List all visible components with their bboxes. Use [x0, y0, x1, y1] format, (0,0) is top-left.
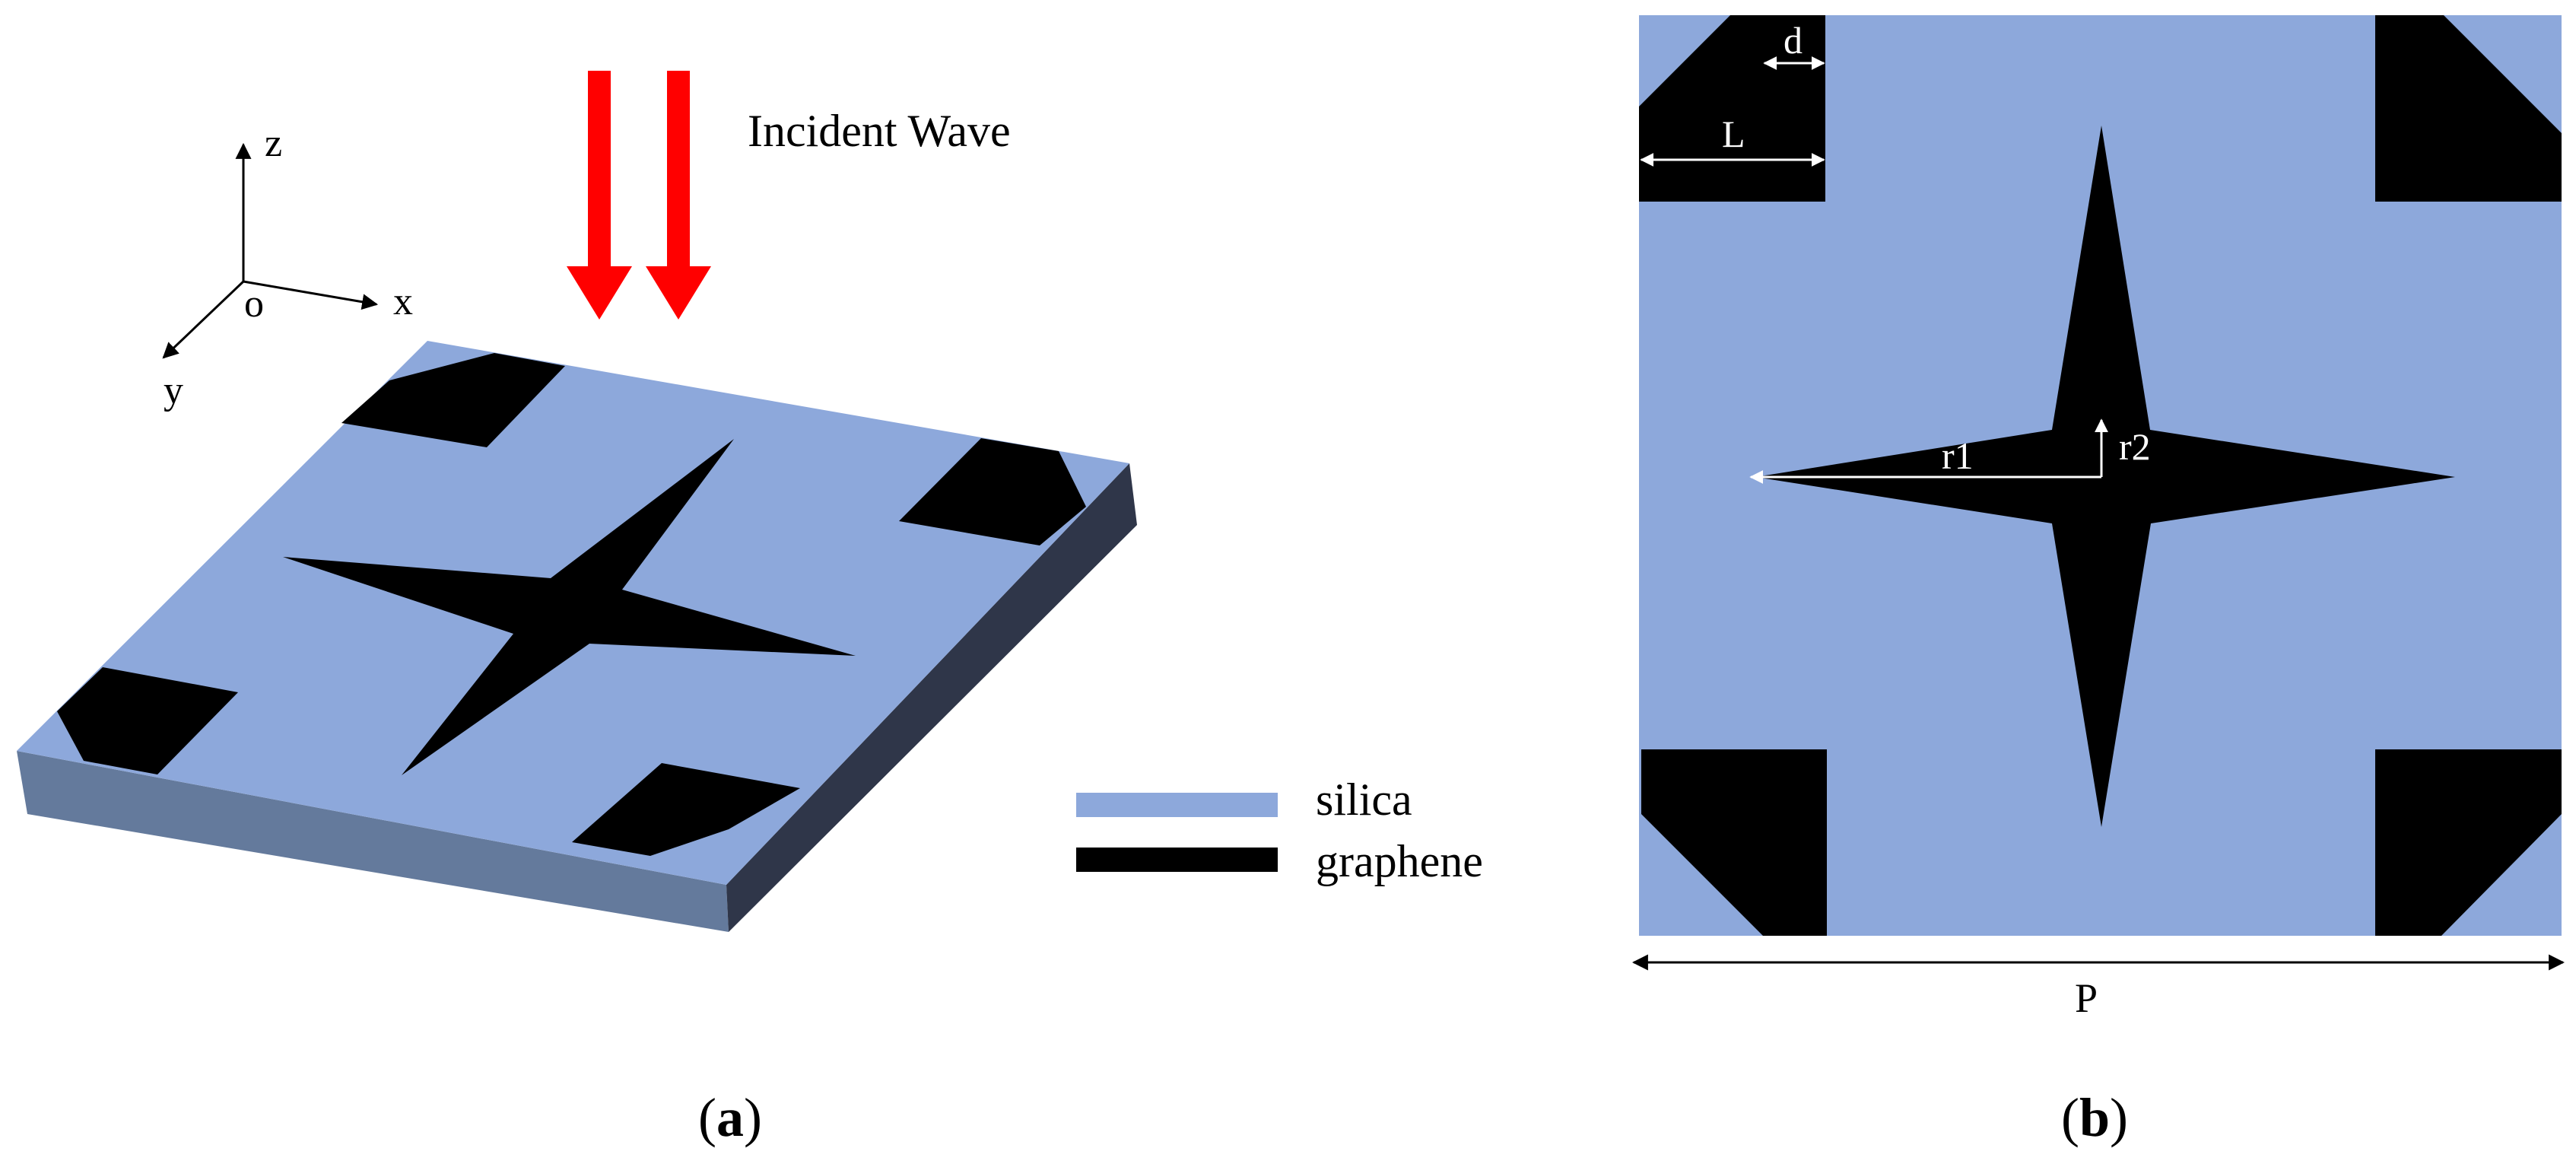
corner-top-right: [2375, 15, 2562, 202]
graphene-corner-front-right: [572, 763, 800, 856]
coordinate-axes: [162, 142, 379, 359]
incident-arrow-right: [646, 71, 711, 320]
x-axis: [243, 280, 379, 310]
slab-right-face: [726, 463, 1137, 932]
incident-wave-label: Incident Wave: [748, 106, 1011, 156]
caption-a-open: (: [698, 1087, 716, 1148]
incident-arrow-left: [567, 71, 632, 320]
r1-label: r1: [1942, 434, 1974, 477]
corner-bottom-left: [1641, 749, 1827, 936]
legend-swatch-silica: [1076, 793, 1278, 817]
caption-b-open: (: [2061, 1087, 2079, 1148]
graphene-pattern-3d: [57, 353, 1086, 856]
P-label: P: [2075, 975, 2098, 1021]
corner-bottom-right: [2375, 749, 2562, 936]
central-star: [1755, 126, 2455, 827]
caption-b: (b): [2061, 1087, 2128, 1148]
graphene-corner-back-right: [899, 438, 1086, 545]
y-axis-label: y: [164, 369, 183, 412]
z-axis-label: z: [265, 122, 282, 165]
panel-b: d L r1 r2 P (b): [1631, 15, 2565, 1148]
graphene-corner-back-left: [341, 353, 565, 447]
caption-a: (a): [698, 1087, 762, 1148]
y-axis: [162, 280, 245, 359]
legend-swatch-graphene: [1076, 848, 1278, 872]
silica-slab-3d: [17, 341, 1137, 932]
origin-label: o: [244, 282, 264, 326]
L-label: L: [1722, 113, 1745, 155]
slab-front-face: [17, 751, 729, 932]
caption-b-close: ): [2110, 1087, 2128, 1148]
legend-label-graphene: graphene: [1316, 836, 1483, 886]
d-label: d: [1784, 19, 1803, 62]
caption-b-letter: b: [2079, 1087, 2110, 1148]
legend-label-silica: silica: [1316, 774, 1412, 825]
caption-a-close: ): [744, 1087, 762, 1148]
legend: silica graphene: [1076, 774, 1483, 886]
dimension-markers: [1640, 56, 2108, 484]
graphene-star-3d: [283, 439, 856, 775]
incident-wave-arrows: [567, 71, 711, 320]
panel-a: z x y o Incident Wave sili: [17, 71, 1483, 1148]
graphene-corner-front-left: [57, 667, 238, 774]
r2-label: r2: [2119, 425, 2151, 468]
x-axis-label: x: [393, 280, 413, 323]
caption-a-letter: a: [716, 1087, 744, 1148]
